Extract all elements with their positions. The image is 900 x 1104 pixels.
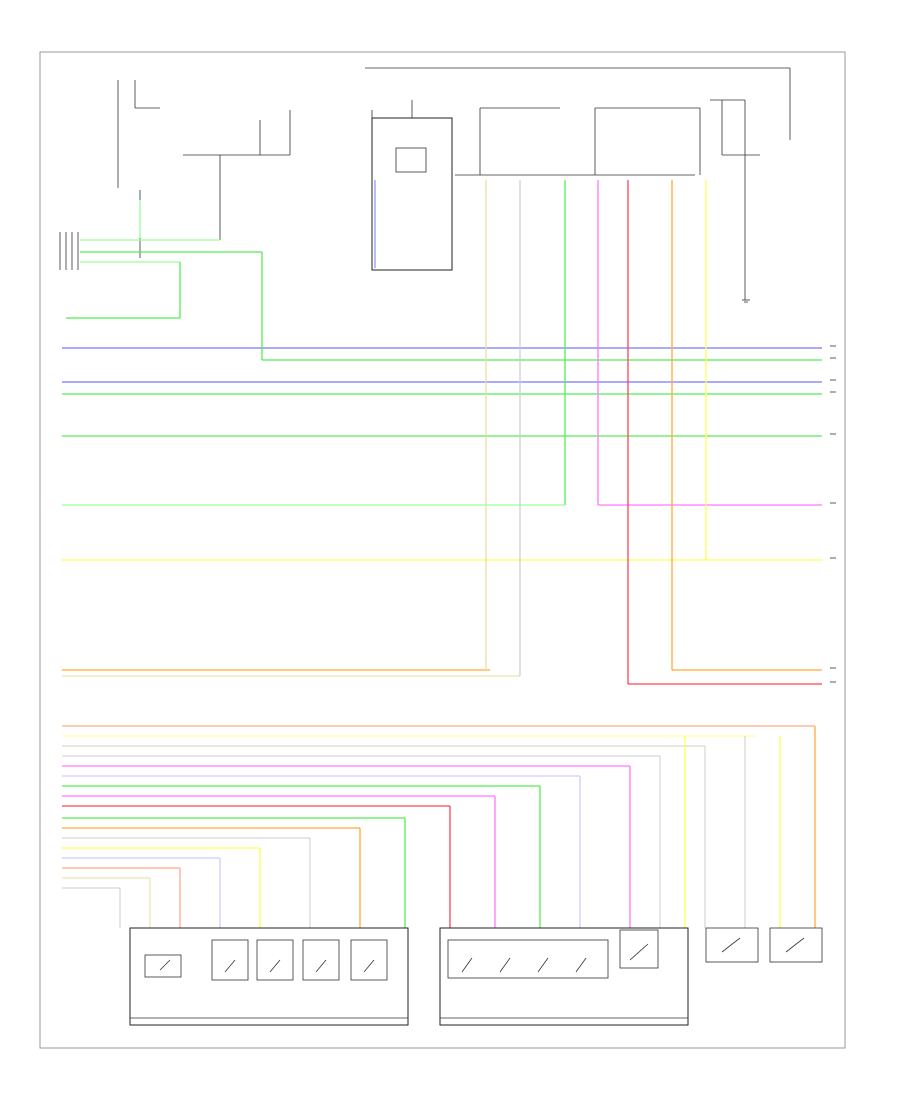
bus-wires xyxy=(62,347,822,685)
right-edge-connector-ticks xyxy=(830,345,836,683)
ground-icon xyxy=(742,299,750,303)
left-switch-module xyxy=(129,927,409,1026)
top-switch-cluster xyxy=(365,67,791,300)
left-connector-stack xyxy=(59,232,79,270)
right-lower-boxes xyxy=(705,927,823,963)
fuse-block-top-left xyxy=(117,80,291,258)
motor-box xyxy=(371,100,453,271)
upper-vertical-wires xyxy=(66,180,822,684)
center-switch-module xyxy=(439,927,689,1026)
diagram-frame xyxy=(39,51,846,1049)
lower-bus-wires xyxy=(62,725,816,928)
